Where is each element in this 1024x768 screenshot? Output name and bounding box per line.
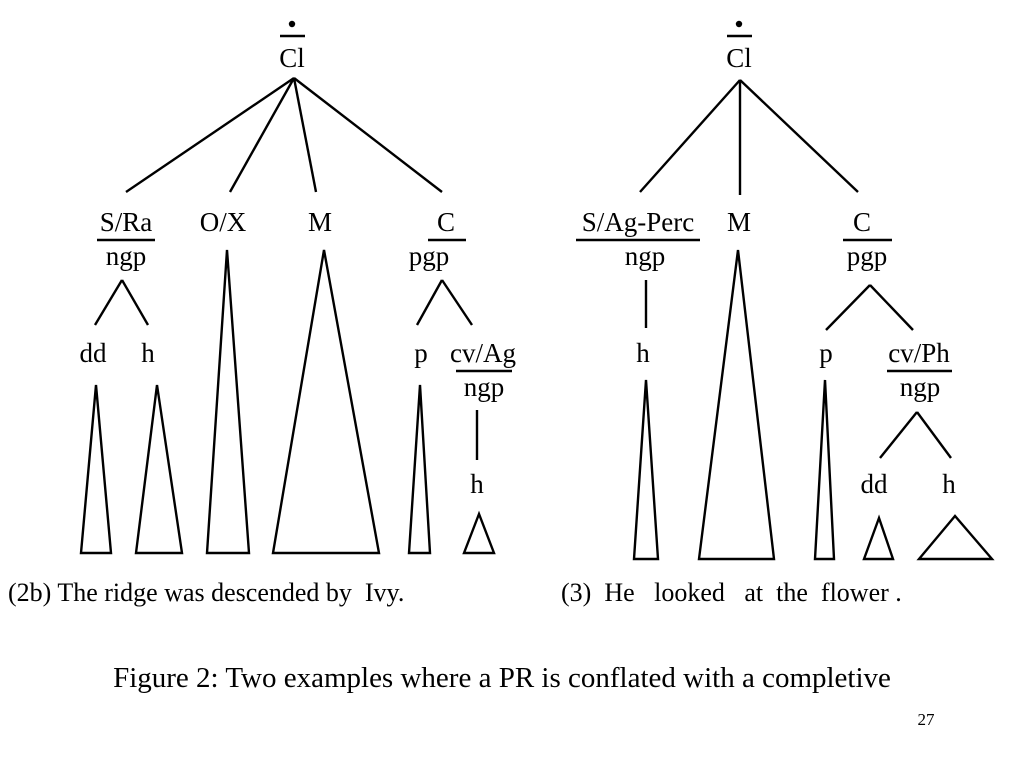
sentence-3: (3) He looked at the flower . [561, 578, 902, 607]
figure-caption: Figure 2: Two examples where a PR is con… [113, 662, 891, 694]
branch-c-p [415, 279, 444, 326]
branch-cv-dd [879, 411, 918, 459]
branch-root-c [293, 77, 443, 193]
cv-function-label: cv/Ag [450, 338, 516, 368]
o-function-label: O/X [200, 207, 247, 237]
triangle-o [205, 249, 251, 555]
s-function-label: S/Ag-Perc [582, 207, 694, 237]
branch-c-p [825, 284, 871, 331]
cv-h-label: h [470, 469, 484, 499]
s-h-label: h [141, 338, 155, 368]
triangle-flower [916, 514, 995, 561]
cv-dd-label: dd [861, 469, 889, 499]
triangle-by [407, 384, 432, 555]
s-unit-label: ngp [106, 241, 147, 271]
branch-root-o [228, 77, 296, 193]
branch-s-h [120, 279, 150, 326]
triangle-ivy [462, 510, 496, 555]
c-unit-label: pgp [409, 241, 450, 271]
triangle-at [813, 379, 836, 561]
s-h-label: h [636, 338, 650, 368]
s-dd-label: dd [80, 338, 108, 368]
root-dot [735, 20, 743, 28]
triangle-he [632, 379, 660, 561]
triangle-m [697, 249, 776, 561]
root-dot [288, 20, 296, 28]
cv-h-label: h [942, 469, 956, 499]
branch-s-dd [93, 279, 124, 326]
triangle-m [271, 249, 381, 555]
s-function-label: S/Ra [100, 207, 153, 237]
triangle-the [862, 514, 895, 561]
branch-root-s [125, 77, 295, 193]
m-function-label: M [727, 207, 751, 237]
m-function-label: M [308, 207, 332, 237]
c-p-label: p [414, 338, 428, 368]
root-label: Cl [726, 43, 752, 73]
triangle-the [79, 384, 113, 555]
branch-cv-h [916, 411, 952, 459]
tree-3: Cl S/Ag-Perc ngp M C pgp h p cv/Ph ngp d… [561, 20, 995, 607]
branch-c-cv [869, 284, 914, 331]
root-label: Cl [279, 43, 305, 73]
c-unit-label: pgp [847, 241, 888, 271]
branch-c-cv [441, 279, 473, 326]
tree-2b: Cl S/Ra ngp O/X M C pgp dd h p cv/Ag ngp… [8, 20, 516, 607]
triangle-ridge [134, 384, 184, 555]
c-function-label: C [437, 207, 455, 237]
cv-function-label: cv/Ph [888, 338, 950, 368]
branch-root-m [292, 77, 318, 193]
s-unit-label: ngp [625, 241, 666, 271]
cv-unit-label: ngp [900, 372, 941, 402]
c-p-label: p [819, 338, 833, 368]
branch-root-s [639, 79, 741, 193]
c-function-label: C [853, 207, 871, 237]
cv-unit-label: ngp [464, 372, 505, 402]
branch-root-c [739, 79, 859, 193]
sentence-2b: (2b) The ridge was descended by Ivy. [8, 578, 404, 607]
page-number: 27 [918, 710, 936, 729]
